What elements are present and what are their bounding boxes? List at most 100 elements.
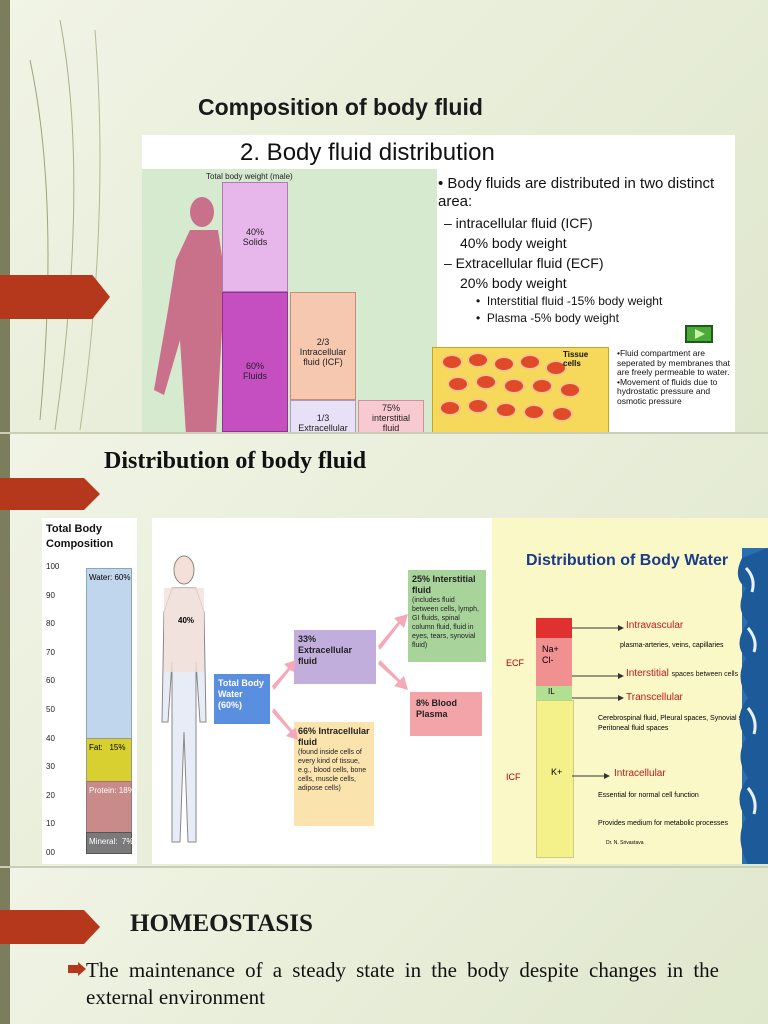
cell [475, 374, 497, 390]
decorative-leaf-lines [29, 19, 101, 431]
cell [519, 354, 541, 370]
slide-composition: Composition of body fluid 2. Body fluid … [0, 0, 768, 432]
ecf-box: 33% Extracellular fluid [294, 630, 376, 684]
total-body-water-box: Total Body Water (60%) [214, 674, 270, 724]
cell [467, 352, 489, 368]
water-label: Water: 60% [89, 573, 131, 582]
solids-bar: 40% Solids [222, 182, 288, 292]
body-percent-label: 40% [178, 616, 195, 625]
intracellular-segment: K+ [536, 700, 574, 858]
total-weight-label: Total body weight (male) [206, 172, 293, 181]
intravascular-segment [536, 618, 572, 638]
cell [523, 404, 545, 420]
axis-tick-label: 10 [46, 819, 55, 829]
axis-tick-label: 40 [46, 733, 55, 743]
slide-title: Distribution of body fluid [104, 448, 367, 474]
cell [495, 402, 517, 418]
tissue-cells-illustration: Tissue cells [432, 347, 609, 432]
bullet-main: • Body fluids are distributed in two dis… [438, 175, 715, 210]
axis-tick-label: 70 [46, 647, 55, 657]
mineral-label: Mineral: 7% [89, 837, 134, 846]
intracellular-note-1: Essential for normal cell function [598, 792, 699, 799]
body-water-distribution-figure: Distribution of Body Water ECF ICF Na+ C… [492, 518, 768, 864]
fat-segment: Fat: 15% [86, 738, 132, 783]
next-play-button[interactable] [685, 325, 713, 343]
icf-description: (found inside cells of every kind of tis… [298, 749, 367, 792]
icf-heading: 66% Intracellular fluid [298, 726, 370, 747]
ecf-bar: 1/3 Extracellular [290, 400, 356, 432]
intravascular-note: plasma-arteries, veins, capillaries [620, 642, 724, 649]
ecf-percent: 20% body weight [460, 275, 567, 291]
cell [545, 360, 567, 376]
slide-arrow-marker [0, 478, 100, 510]
mineral-segment: Mineral: 7% [86, 832, 134, 854]
interstitial-title: Interstitial spaces between cells [626, 668, 739, 679]
interstitial-heading: 25% Interstitial fluid [412, 574, 476, 595]
human-silhouette-icon [154, 197, 224, 432]
fluids-bar: 60% Fluids [222, 292, 288, 432]
body-water-flow-diagram: 40% Total Body Water (60%) 33% Extracell… [152, 518, 492, 864]
axis-tick-label: 100 [46, 562, 60, 571]
cell [467, 398, 489, 414]
figure-heading: 2. Body fluid distribution [240, 139, 495, 166]
interstitial-bar: 75% interstitial fluid [358, 400, 424, 432]
cell [503, 378, 525, 394]
icf-bar: 2/3 Intracellular fluid (ICF) [290, 292, 356, 400]
slide-title: HOMEOSTASIS [130, 910, 313, 937]
axis-tick-label: 90 [46, 590, 55, 600]
icf-line: – intracellular fluid (ICF) [444, 215, 593, 231]
body-fluid-distribution-figure: 2. Body fluid distribution Total body we… [142, 135, 735, 432]
cell [493, 356, 515, 372]
flow-arrows [272, 614, 408, 740]
interstitial-note: spaces between cells [671, 671, 739, 678]
icf-box: 66% Intracellular fluid (found inside ce… [294, 722, 374, 826]
slide-arrow-marker [0, 275, 110, 319]
transcellular-title: Transcellular [626, 692, 683, 703]
slide-left-bar [0, 0, 10, 432]
bullet-arrow-icon [68, 962, 86, 976]
cell [551, 406, 573, 422]
cell [559, 382, 581, 398]
homeostasis-definition: The maintenance of a steady state in the… [86, 958, 719, 1009]
axis-tick-label: 30 [46, 762, 55, 772]
play-icon [695, 329, 705, 339]
cell [531, 378, 553, 394]
ecf-label: ECF [506, 658, 524, 668]
total-body-composition-chart: Total Body Composition 100 90 80 70 60 50 40 30… [42, 518, 137, 864]
axis-tick-label: 20 [46, 790, 55, 800]
slide-left-bar [0, 434, 10, 866]
intravascular-title: Intravascular [626, 620, 684, 631]
slide-arrow-marker [0, 910, 100, 944]
il-label: IL [548, 687, 555, 696]
axis-tick-label: 50 [46, 705, 55, 714]
k-label: K+ [551, 767, 563, 777]
interstitial-description: (includes fluid between cells, lymph, GI… [412, 597, 479, 649]
composition-title: Total Body Composition [46, 523, 114, 550]
axis-tick-label: 80 [46, 619, 55, 629]
fat-label: Fat: 15% [89, 743, 126, 752]
cell [441, 354, 463, 370]
wave-decoration [737, 548, 768, 864]
intracellular-title: Intracellular [614, 768, 666, 779]
tissue-cells-label: Tissue cells [563, 350, 589, 368]
slide-distribution: Distribution of body fluid Total Body Co… [0, 434, 768, 866]
credit-label: Dr. N. Srivastava [606, 840, 644, 846]
sub-bullet-plasma: • Plasma -5% body weight [476, 311, 619, 325]
sub-bullet-interstitial: • Interstitial fluid -15% body weight [476, 294, 663, 308]
icf-percent: 40% body weight [460, 235, 567, 251]
slide-left-bar [0, 868, 10, 1024]
interstitial-segment: Na+ Cl- [536, 638, 572, 686]
ecf-line: – Extracellular fluid (ECF) [444, 255, 604, 271]
intracellular-note-2: Provides medium for metabolic processes [598, 820, 728, 827]
plasma-box: 8% Blood Plasma [410, 692, 482, 736]
axis-tick-label: 60 [46, 676, 55, 686]
interstitial-box: 25% Interstitial fluid (includes fluid b… [408, 570, 486, 662]
protein-label: Protein: 18% [89, 786, 135, 795]
na-cl-label: Na+ Cl- [542, 644, 559, 665]
transcellular-segment: IL [536, 686, 572, 700]
figure-title: Distribution of Body Water [526, 552, 729, 569]
slide-title: Composition of body fluid [198, 94, 483, 120]
water-segment: Water: 60% [86, 568, 132, 740]
axis-tick-label: 00 [46, 848, 55, 857]
icf-label: ICF [506, 772, 521, 782]
